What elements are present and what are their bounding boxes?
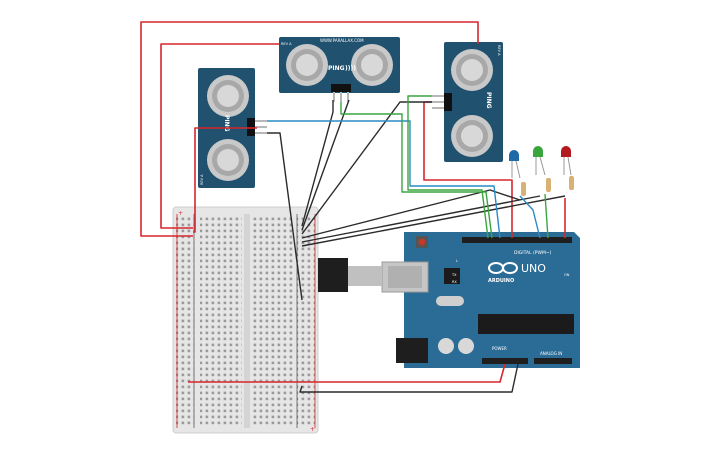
power-header: [482, 358, 528, 364]
digital-pwm-label: DIGITAL (PWM~): [514, 250, 552, 256]
sensor-left-model: PING: [223, 115, 230, 132]
atmega-chip: [478, 314, 574, 334]
digital-header: [462, 237, 572, 243]
terminal-strip-left: [200, 216, 242, 426]
led-on-label: ON: [564, 273, 570, 277]
led-green: [533, 146, 546, 176]
rail-plus-label-bottom: +: [310, 426, 315, 433]
arduino-logo-icon: [488, 262, 518, 274]
sensor-left-rev: REV A: [200, 174, 204, 185]
breadboard: + +: [172, 206, 319, 434]
sensor-top-model-b: )))): [345, 65, 356, 72]
resistors: [521, 176, 574, 196]
left-power-rail: [176, 216, 194, 426]
sensor-top-model: PING: [328, 65, 345, 72]
ultrasonic-sensor-right: PING REV A: [432, 42, 503, 162]
sensor-right-model: PING: [485, 92, 492, 109]
rail-plus-label: +: [178, 210, 183, 217]
terminal-strip-right: [252, 216, 294, 426]
sensor-right-rev: REV A: [497, 45, 501, 56]
arduino-uno-board: UNO ARDUINO DIGITAL (PWM~) ANALOG IN POW…: [381, 232, 580, 368]
sensor-top-brand: WWW.PARALLAX.COM: [320, 38, 364, 43]
led-tx-label: TX: [451, 273, 457, 277]
right-power-rail: [297, 216, 315, 426]
led-blue: [509, 150, 521, 179]
wires: [140, 21, 566, 393]
sensor-top-rev: REV A: [281, 42, 292, 46]
led-red: [561, 146, 572, 176]
led-rx-label: RX: [452, 280, 457, 284]
led-l-label: L: [456, 259, 458, 263]
ultrasonic-sensor-top: WWW.PARALLAX.COM REV A PING )))): [279, 37, 400, 102]
arduino-brand-label: ARDUINO: [488, 278, 514, 284]
analog-in-label: ANALOG IN: [540, 351, 562, 356]
analog-header: [534, 358, 572, 364]
arduino-model-label: UNO: [521, 262, 546, 275]
power-label: POWER: [492, 346, 507, 351]
